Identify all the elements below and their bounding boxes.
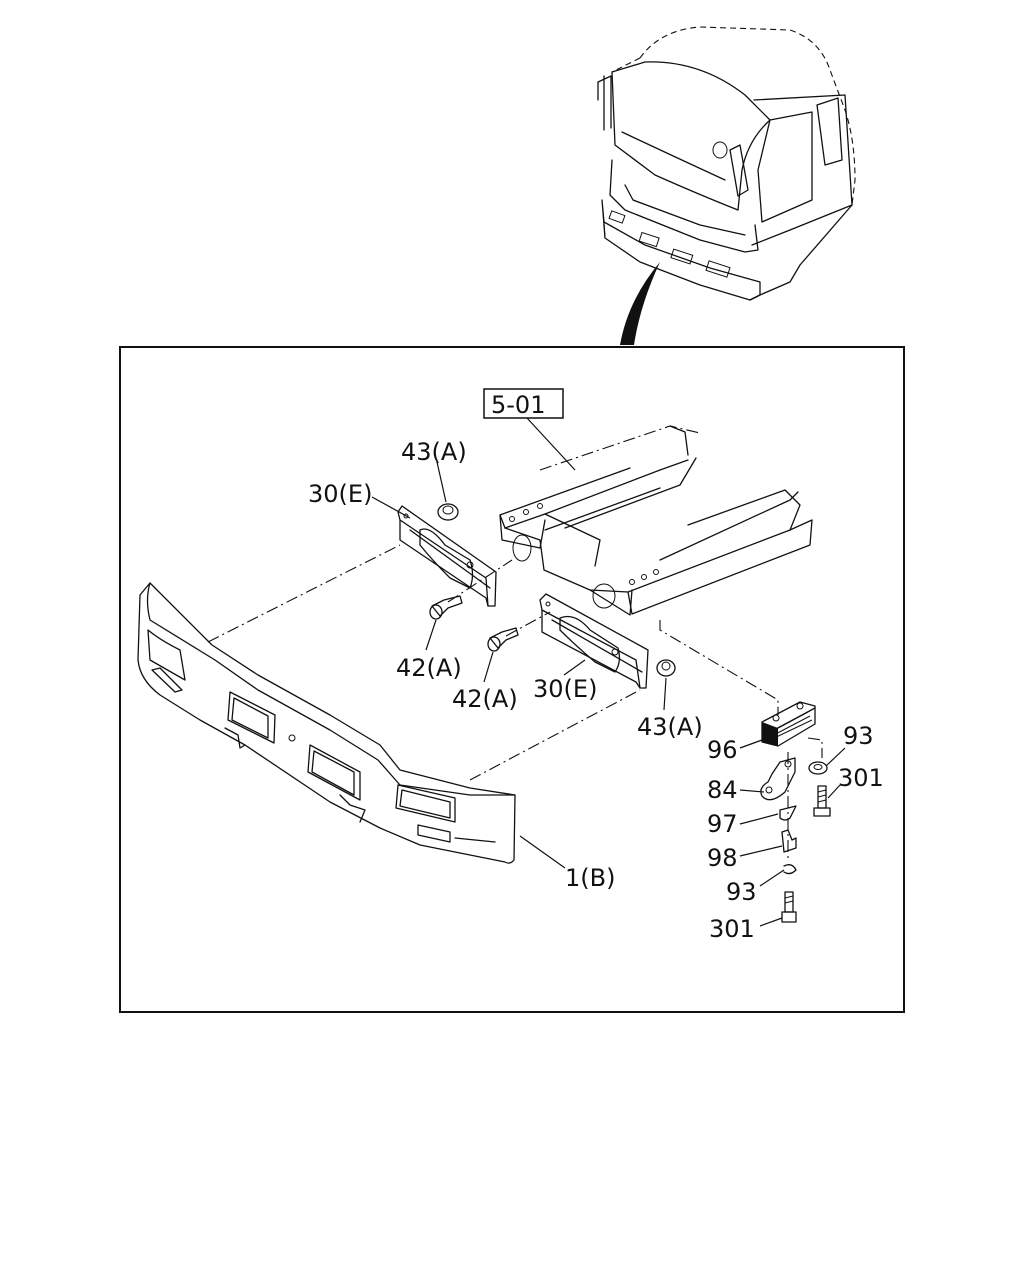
label-93-bottom: 93: [726, 878, 757, 906]
bolt-left-shape: [429, 595, 463, 620]
label-93-top: 93: [843, 722, 874, 750]
chassis-frame: [499, 425, 813, 616]
assembly-guide-lines: [207, 544, 779, 781]
label-97: 97: [707, 810, 738, 838]
label-1b: 1(B): [565, 864, 615, 892]
section-ref-text: 5-01: [491, 391, 545, 419]
bracket-left-shape: [397, 505, 497, 607]
label-301-bottom: 301: [709, 915, 755, 943]
bumper-shape: [137, 582, 516, 864]
label-96: 96: [707, 736, 738, 764]
tow-hook-assembly: [760, 701, 831, 923]
label-301-top: 301: [838, 764, 884, 792]
label-84: 84: [707, 776, 738, 804]
label-43a-top: 43(A): [401, 438, 467, 466]
bolt-right-shape: [487, 627, 519, 652]
leader-lines: [371, 461, 846, 927]
label-43a-right: 43(A): [637, 713, 703, 741]
bracket-right-shape: [539, 593, 649, 689]
label-42a-right: 42(A): [452, 685, 518, 713]
nut-right-shape: [656, 659, 676, 677]
callout-labels: 43(A) 30(E) 42(A) 42(A) 30(E) 43(A) 1(B)…: [308, 438, 884, 943]
label-30e-left: 30(E): [308, 480, 372, 508]
callout-wedge: [620, 262, 660, 345]
detail-frame: [119, 346, 905, 1013]
nut-top-shape: [437, 503, 459, 521]
label-30e-right: 30(E): [533, 675, 597, 703]
section-reference: 5-01: [483, 388, 576, 471]
truck-cab-illustration: [597, 26, 856, 345]
label-42a-left: 42(A): [396, 654, 462, 682]
label-98: 98: [707, 844, 738, 872]
